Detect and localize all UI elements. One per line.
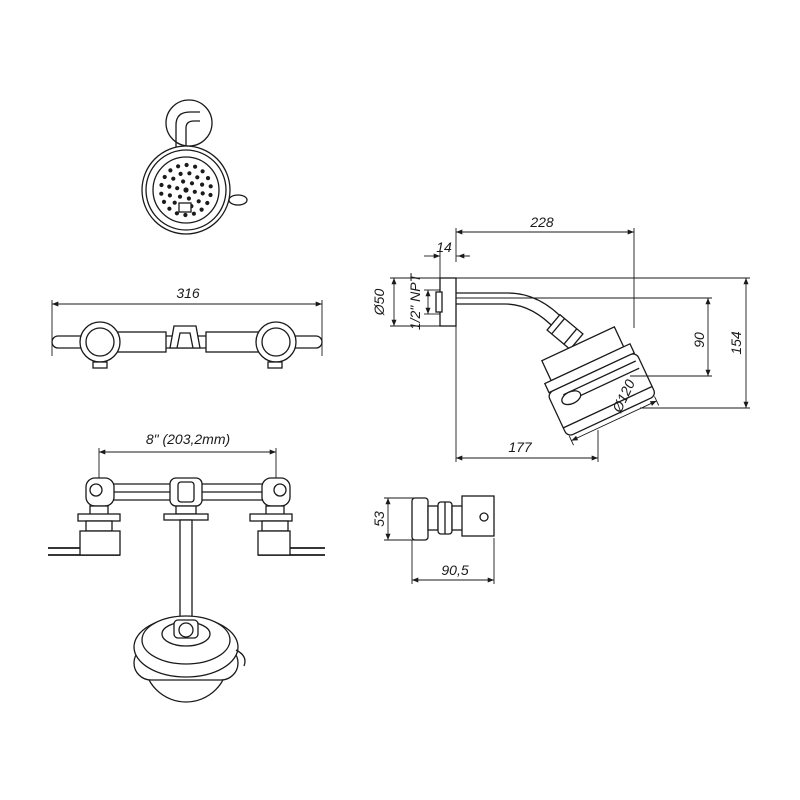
- nozzle-dot: [159, 182, 164, 188]
- projection-label: 177: [508, 439, 533, 455]
- nozzle-dot: [175, 186, 180, 191]
- nozzle-dot: [174, 211, 179, 216]
- nozzle-dot: [208, 184, 213, 189]
- nozzle-dot: [205, 176, 211, 181]
- nozzle-dot: [199, 207, 204, 212]
- nozzle-dot: [189, 181, 195, 186]
- nozzle-dot: [200, 169, 205, 174]
- nozzle-dot: [176, 164, 181, 169]
- nozzle-dot: [159, 191, 164, 196]
- nozzle-dot: [181, 179, 186, 184]
- nozzle-dot: [205, 200, 210, 206]
- nozzle-dot: [200, 182, 205, 187]
- bar-width-label: 316: [176, 285, 200, 301]
- shower-head-front-view: [141, 99, 248, 235]
- nozzle-dot: [186, 196, 191, 201]
- nozzle-dot: [167, 206, 172, 211]
- nozzle-dot: [200, 191, 205, 196]
- flange-diameter-label: Ø50: [371, 289, 387, 317]
- nozzle-dot: [184, 162, 189, 168]
- nozzle-dot: [187, 171, 192, 176]
- nozzle-dot: [168, 168, 173, 173]
- nozzle-dot: [161, 199, 167, 204]
- total-height-label: 154: [728, 331, 744, 355]
- nozzle-dot: [191, 211, 196, 216]
- nozzle-dot: [193, 164, 198, 169]
- nozzle-dot: [196, 199, 201, 204]
- nozzle-dot: [183, 187, 189, 193]
- arm-drop-label: 90: [691, 332, 707, 348]
- shower-arm-side-view: [390, 228, 750, 462]
- nozzle-dot: [208, 192, 213, 198]
- flange-thickness-label: 14: [436, 239, 452, 255]
- nozzle-dot: [183, 212, 188, 218]
- nozzle-dot: [167, 193, 172, 198]
- thread-label: 1/2" NPT: [407, 272, 423, 330]
- valve-depth-label: 90,5: [441, 562, 468, 578]
- dimension-labels: 316 8" (203,2mm) 228 14 Ø50 1/2" NPT 90 …: [146, 214, 744, 578]
- valve-side-view: [384, 495, 495, 584]
- valve-height-label: 53: [371, 511, 387, 527]
- nozzle-dot: [162, 174, 167, 180]
- nozzle-dot: [195, 175, 200, 180]
- nozzle-dot: [192, 189, 197, 194]
- nozzle-dot: [178, 171, 183, 176]
- nozzle-dot: [172, 200, 177, 205]
- arm-length-label: 228: [529, 214, 554, 230]
- nozzle-dot: [171, 176, 176, 181]
- nozzle-dot: [177, 194, 183, 199]
- valve-spacing-label: 8" (203,2mm): [146, 431, 230, 447]
- valve-assembly-front-view: [48, 448, 325, 703]
- valve-bar-top-view: [51, 300, 323, 369]
- spray-nozzles: [159, 162, 213, 218]
- nozzle-dot: [167, 184, 172, 189]
